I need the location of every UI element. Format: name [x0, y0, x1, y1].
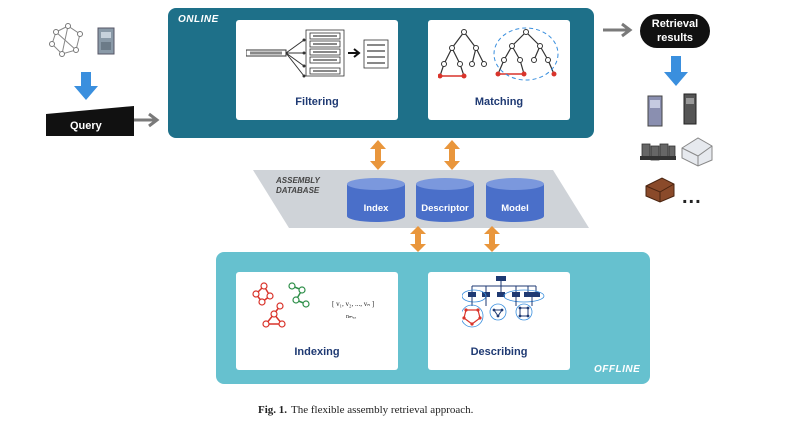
index-cylinder	[347, 178, 405, 222]
retrieval-results-pill: Retrieval results	[640, 14, 710, 48]
indexing-card: Indexing	[236, 272, 398, 370]
index-cylinder-label: Index	[363, 203, 389, 214]
database-title: ASSEMBLY DATABASE	[276, 176, 320, 196]
double-arrow-icon	[410, 226, 426, 252]
caption-prefix: Fig. 1.	[258, 404, 288, 416]
describing-graph-icon	[462, 276, 545, 328]
model-cylinder	[486, 178, 544, 222]
offline-tag: OFFLINE	[594, 364, 641, 375]
model-cylinder-label: Model	[501, 203, 529, 214]
indexing-label: Indexing	[294, 346, 340, 358]
database-title-line2: DATABASE	[276, 186, 320, 195]
filtering-card: Filtering	[236, 20, 398, 120]
down-arrow-icon	[74, 72, 98, 100]
matching-card: Matching	[428, 20, 570, 120]
indexing-graphs-icon	[252, 282, 310, 328]
online-tag: ONLINE	[178, 14, 219, 25]
matching-icon	[438, 27, 559, 81]
double-arrow-icon	[484, 226, 500, 252]
database-title-line1: ASSEMBLY	[276, 176, 320, 185]
results-label-line1: Retrieval	[651, 18, 699, 30]
feature-vector-subscript: nₘₐₓ	[346, 314, 357, 320]
descriptor-cylinder	[416, 178, 474, 222]
caption-text: The flexible assembly retrieval approach…	[291, 404, 474, 416]
down-arrow-icon	[664, 56, 688, 86]
filtering-label: Filtering	[295, 96, 339, 108]
filtering-icon	[246, 29, 389, 78]
query-box	[46, 106, 134, 136]
describing-label: Describing	[470, 346, 528, 358]
arrow-right-icon	[134, 112, 160, 128]
result-assemblies-icon	[640, 93, 713, 203]
arrow-right-icon	[603, 22, 633, 38]
feature-vector: [ v₁, v₂, ..., vₙ ]	[332, 300, 375, 308]
more-results: ...	[682, 186, 702, 208]
results-label-line2: results	[656, 32, 694, 44]
matching-label: Matching	[474, 96, 524, 108]
describing-card: Describing	[428, 272, 570, 370]
input-assembly-icon	[49, 23, 115, 57]
query-label: Query	[70, 120, 102, 132]
double-arrow-icon	[370, 140, 386, 170]
figure-caption: Fig. 1.The flexible assembly retrieval a…	[258, 404, 473, 416]
double-arrow-icon	[444, 140, 460, 170]
descriptor-cylinder-label: Descriptor	[421, 203, 469, 214]
